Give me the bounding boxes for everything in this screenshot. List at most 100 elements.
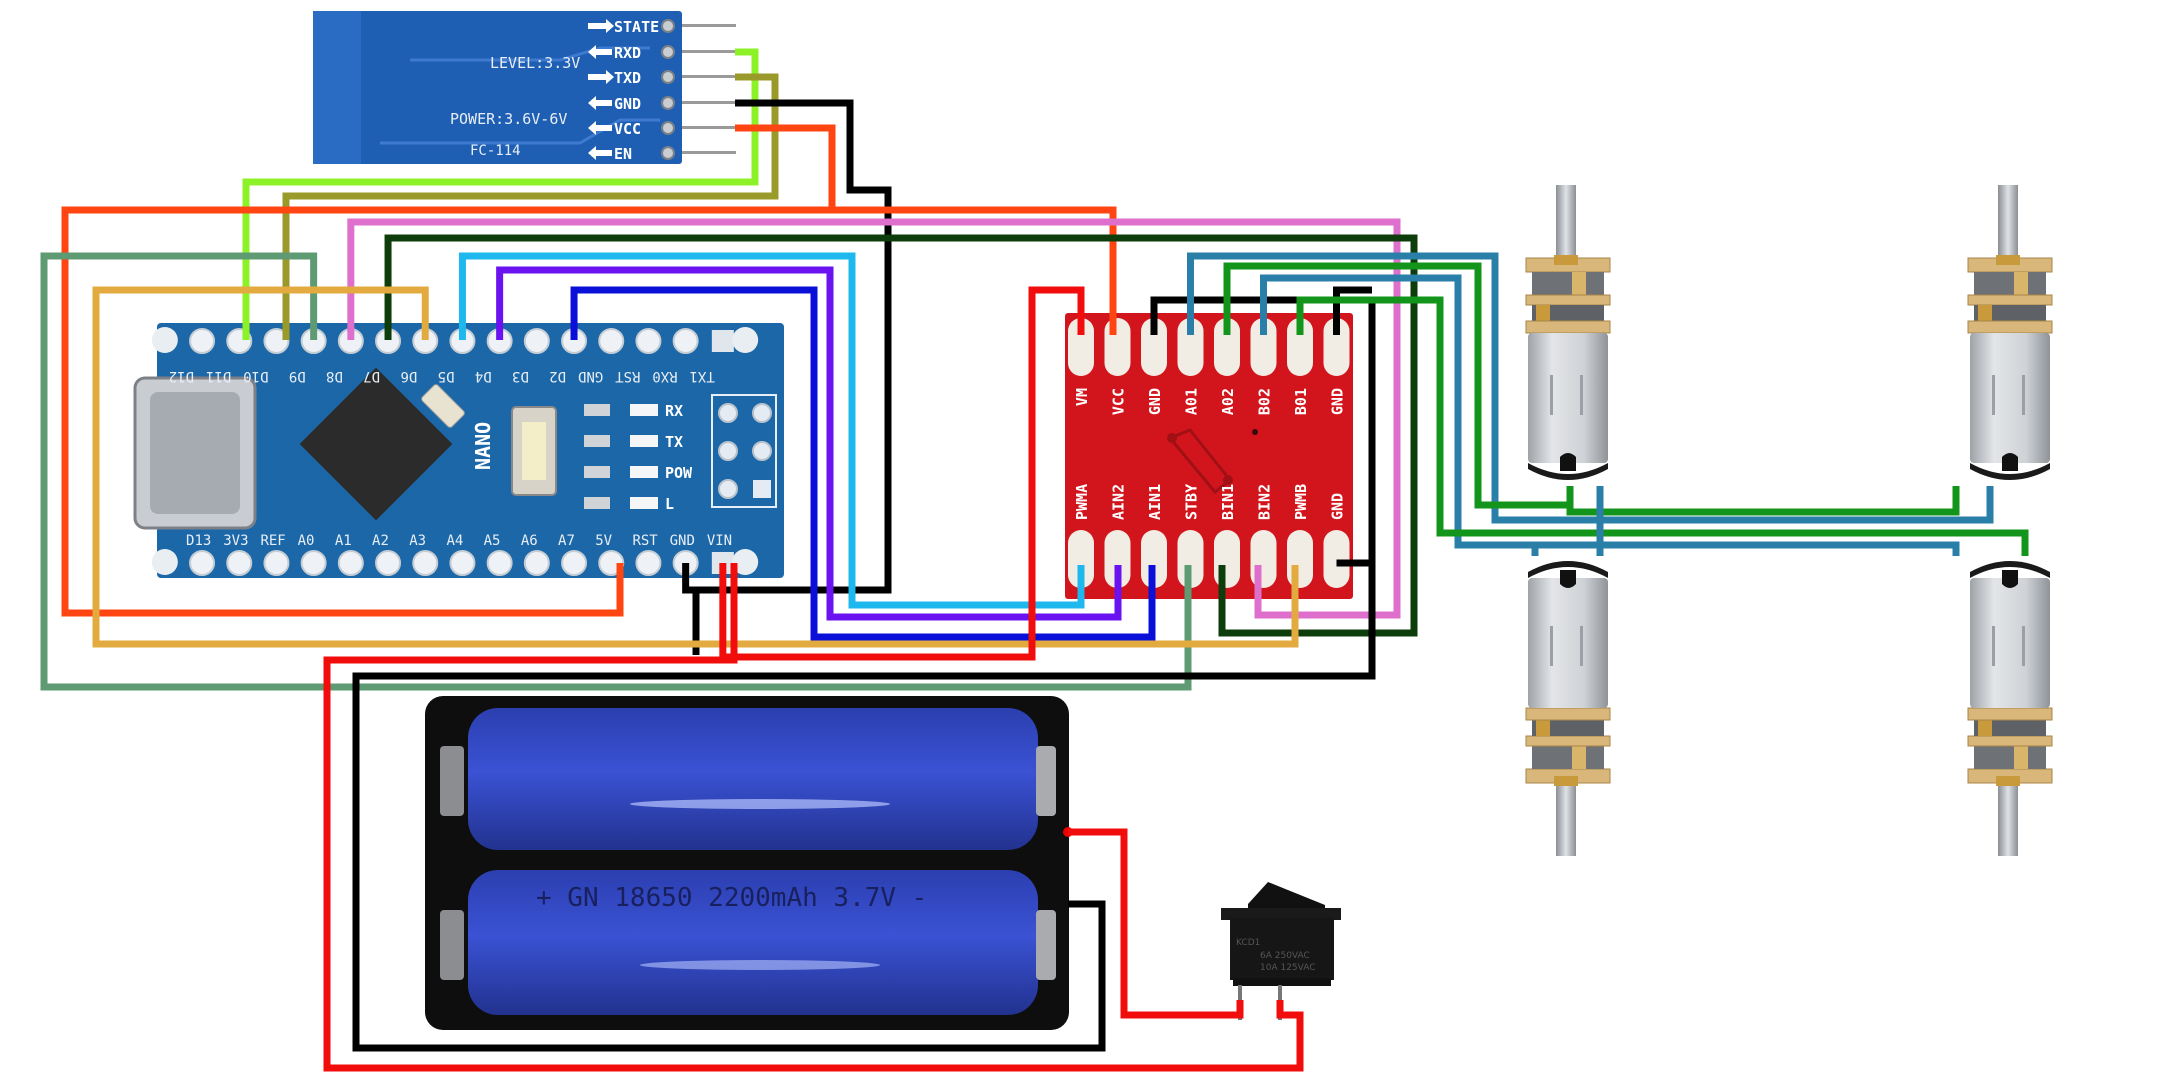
nano-label: NANO [471,422,495,470]
battery-cell-2 [468,870,1038,1015]
nano-pin-bottom-d13[interactable]: D13 [186,533,216,576]
wire-motor-b02 [1535,541,1960,556]
wire-switch-vin [323,563,1304,1072]
mount-hole [151,327,178,353]
driver-pin-b01[interactable]: B01 [1287,318,1313,415]
nano-pin-bottom-rst[interactable]: RST [632,533,662,576]
nano-pin-d3[interactable]: D3 [512,328,550,384]
nano-pin-bottom-a4[interactable]: A4 [446,533,476,576]
driver-pin-bottom-ain2[interactable]: AIN2 [1104,484,1131,588]
driver-pin-label: AIN1 [1146,484,1164,520]
nano-board [157,323,784,578]
icsp-header [711,394,777,508]
nano-pin-d4[interactable]: D4 [475,328,513,384]
driver-pin-bottom-pwma[interactable]: PWMA [1068,484,1094,588]
nano-pin-bottom-a6[interactable]: A6 [521,533,550,576]
bluetooth-board [313,11,682,164]
nano-pin-d10[interactable]: D10 [243,328,290,384]
nano-pin-bottom-a2[interactable]: A2 [372,533,402,576]
bt-pin-label: RXD [614,44,641,62]
led-tx: TX [584,433,683,451]
wire-d5-pwma [458,252,1085,609]
nano-pin-tx1[interactable]: TX1 [690,330,734,384]
driver-pin-bottom-stby[interactable]: STBY [1177,484,1204,588]
nano-pin-label: D2 [549,368,566,384]
gear-motor-1 [1525,184,1611,481]
nano-pin-label: A3 [409,533,426,549]
nano-pin-label: TX1 [690,368,715,384]
wire-motor-a02 [1223,262,1574,509]
driver-pin-vm[interactable]: VM [1068,318,1094,406]
mount-hole [732,327,759,353]
wire-vin-vm [719,286,1085,661]
bt-pin-state[interactable]: STATE [588,18,736,36]
nano-pin-label: D13 [186,533,211,549]
nano-pin-label: GND [578,368,603,384]
crystal [421,384,465,428]
bt-power-text: POWER:3.6V-6V [450,110,567,128]
driver-pin-label: GND [1146,388,1164,415]
driver-pin-bottom-ain1[interactable]: AIN1 [1141,484,1167,588]
nano-pin-bottom-a7[interactable]: A7 [558,533,588,576]
nano-pin-bottom-ref[interactable]: REF [260,533,290,576]
nano-pin-d6[interactable]: D6 [400,328,439,384]
nano-pin-bottom-a1[interactable]: A1 [335,533,364,576]
nano-pin-label: RST [632,533,658,549]
led-l: L [584,495,674,513]
nano-pin-rx0[interactable]: RX0 [652,328,699,384]
nano-pin-label: D11 [206,368,231,384]
switch-rocker[interactable] [1248,882,1325,910]
bt-level-text: LEVEL:3.3V [490,54,580,72]
wire-gnd-driver [1333,286,1372,335]
led-label: RX [665,402,683,420]
nano-pin-d9[interactable]: D9 [289,328,327,384]
nano-pin-d7[interactable]: D7 [363,328,402,384]
nano-pin-bottom-a0[interactable]: A0 [298,533,327,576]
wire-bt-gnd [682,563,696,594]
wire-bt-vcc [61,124,836,617]
nano-pin-label: D8 [326,368,343,384]
wire-motor-a02 [1566,486,1960,516]
nano-pin-bottom-3v3[interactable]: 3V3 [223,533,253,576]
nano-pin-d12[interactable]: D12 [169,328,216,384]
driver-pin-gnd[interactable]: GND [1141,318,1167,415]
bt-pin-gnd[interactable]: GND [588,95,736,113]
nano-pin-label: A2 [372,533,389,549]
nano-pin-label: A6 [521,533,538,549]
nano-pin-label: A5 [484,533,501,549]
driver-pin-label: VM [1073,388,1091,406]
gear-motor-2 [1967,184,2053,481]
wire-d7-bin1 [384,234,1418,637]
nano-pin-label: RST [615,368,641,384]
driver-pin-gnd[interactable]: GND [1323,318,1350,415]
nano-pin-label: D9 [289,368,306,384]
led-label: L [665,495,674,513]
driver-pin-a01[interactable]: A01 [1177,318,1204,415]
nano-pin-bottom-a3[interactable]: A3 [409,533,439,576]
rocker-switch[interactable]: KCD1 6A 250VAC 10A 125VAC [1221,882,1341,1020]
bt-pin-vcc[interactable]: VCC [588,120,736,138]
nano-pin-bottom-a5[interactable]: A5 [484,533,513,576]
driver-pin-label: PWMB [1292,484,1310,520]
driver-pin-bottom-gnd[interactable]: GND [1323,493,1350,588]
antenna-area [313,11,361,164]
nano-pin-label: A0 [298,533,315,549]
driver-pin-label: BIN2 [1256,484,1274,520]
driver-pin-label: BIN1 [1219,484,1237,520]
wire-batt-switch [1068,828,1244,1019]
driver-pin-a02[interactable]: A02 [1214,318,1240,415]
bt-pin-rxd[interactable]: RXD [588,44,736,62]
wire-bt-txd [282,73,779,340]
nano-pin-gnd[interactable]: GND [578,328,625,384]
nano-pin-rst[interactable]: RST [615,328,662,384]
wire-d8-bin2 [347,218,1401,619]
bt-pin-txd[interactable]: TXD [588,69,736,87]
driver-pin-b02[interactable]: B02 [1250,318,1277,415]
wire-d9-stby [40,252,1192,691]
wire-bt-vcc [832,206,1117,335]
wire-d6-pwmb [92,286,1299,648]
switch-marking-rating2: 10A 125VAC [1260,963,1316,973]
bt-pin-en[interactable]: EN [588,145,736,163]
driver-pin-label: VCC [1110,388,1128,415]
